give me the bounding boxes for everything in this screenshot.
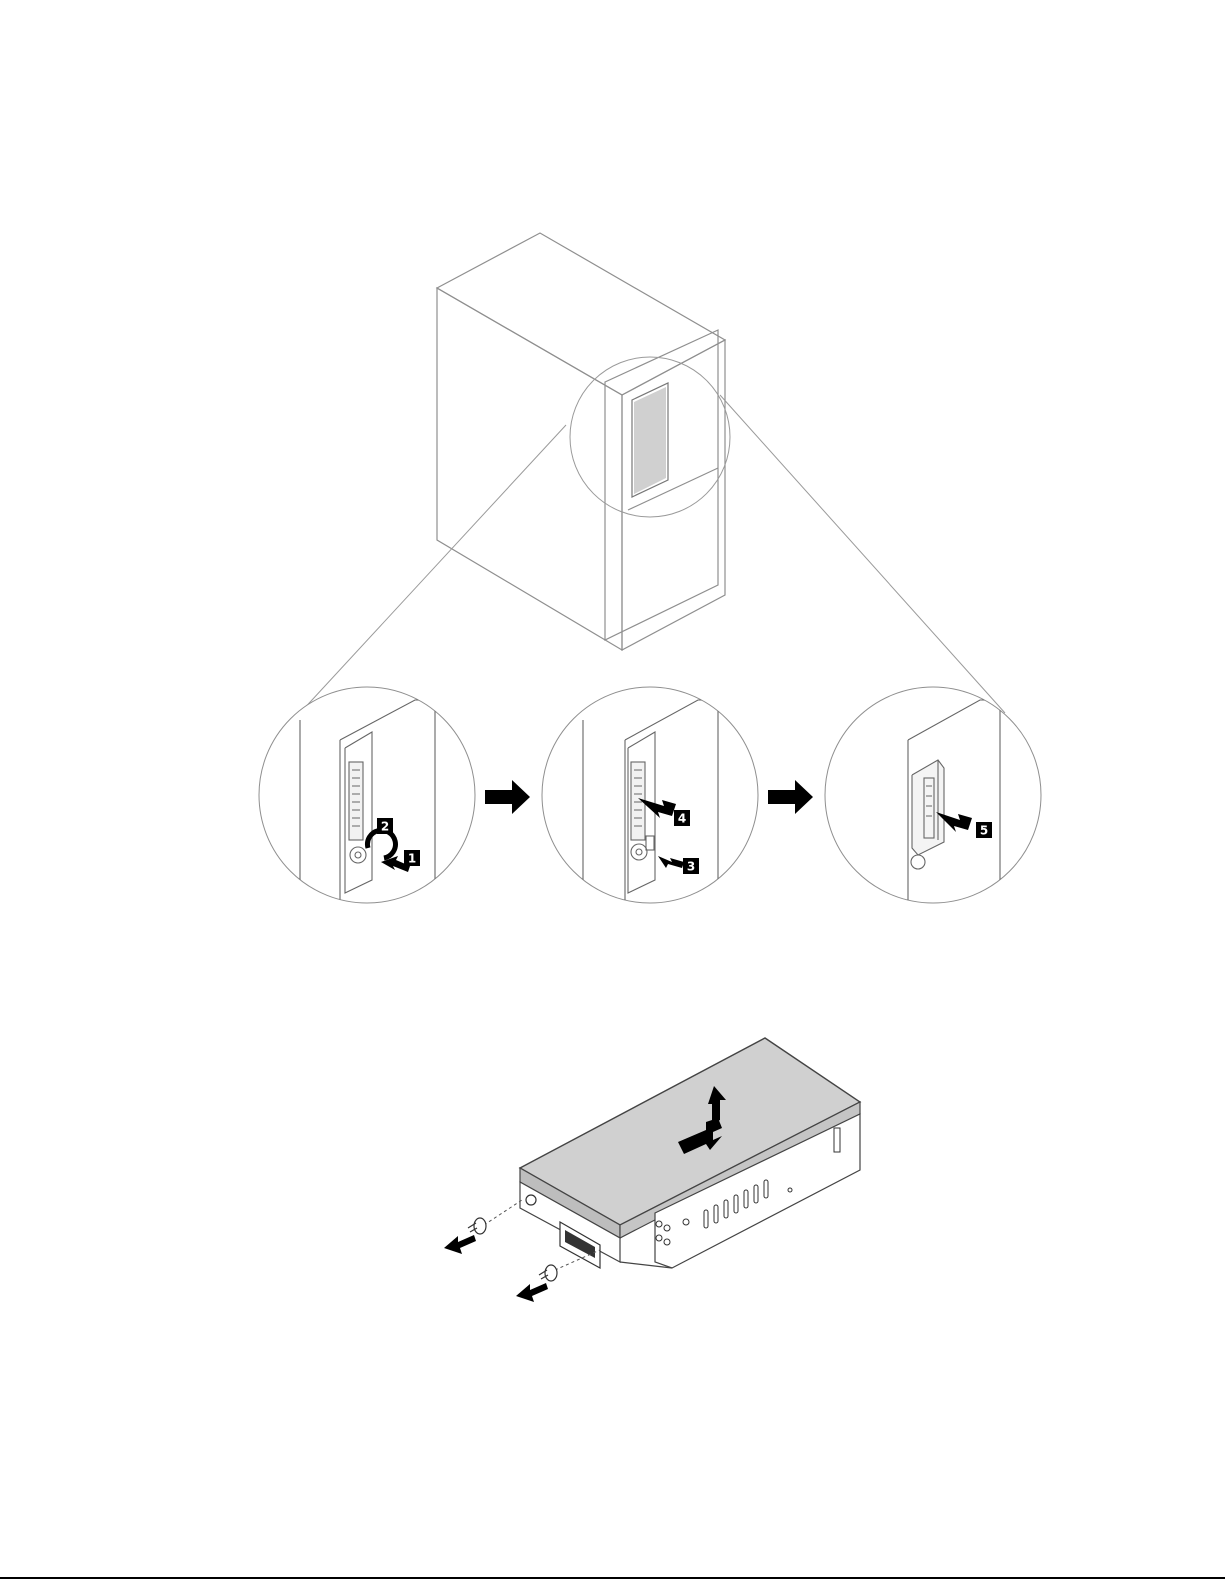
step-badge-4: 4	[674, 810, 690, 826]
process-arrow-2	[768, 780, 813, 814]
screw-1	[468, 1218, 486, 1234]
step-badge-label: 2	[381, 820, 389, 834]
drive-bay-slot	[634, 387, 666, 494]
step-badge-label: 3	[687, 860, 695, 874]
drive-bracket-assembly	[444, 1038, 860, 1302]
step-badge-label: 1	[408, 852, 416, 866]
detail-step-1-2	[259, 687, 475, 905]
step-badge-5: 5	[976, 822, 992, 838]
screw-removal-arrow-1	[444, 1235, 476, 1254]
process-arrow-1	[485, 780, 530, 814]
step-badge-label: 4	[678, 812, 686, 826]
step-badge-2: 2	[377, 818, 393, 834]
detail-step-5	[825, 687, 1041, 905]
screw-removal-arrow-2	[516, 1283, 548, 1302]
leader-line-left	[300, 425, 566, 713]
step-badge-3: 3	[683, 858, 699, 874]
page-footer-rule	[0, 1577, 1225, 1579]
screw-2	[539, 1265, 557, 1281]
step-badge-1: 1	[404, 850, 420, 866]
detail-step-3-4	[542, 687, 758, 905]
leader-line-right	[720, 395, 1005, 713]
tower-side-face	[437, 288, 622, 650]
tower-computer	[437, 233, 725, 650]
step-badge-label: 5	[980, 824, 988, 838]
